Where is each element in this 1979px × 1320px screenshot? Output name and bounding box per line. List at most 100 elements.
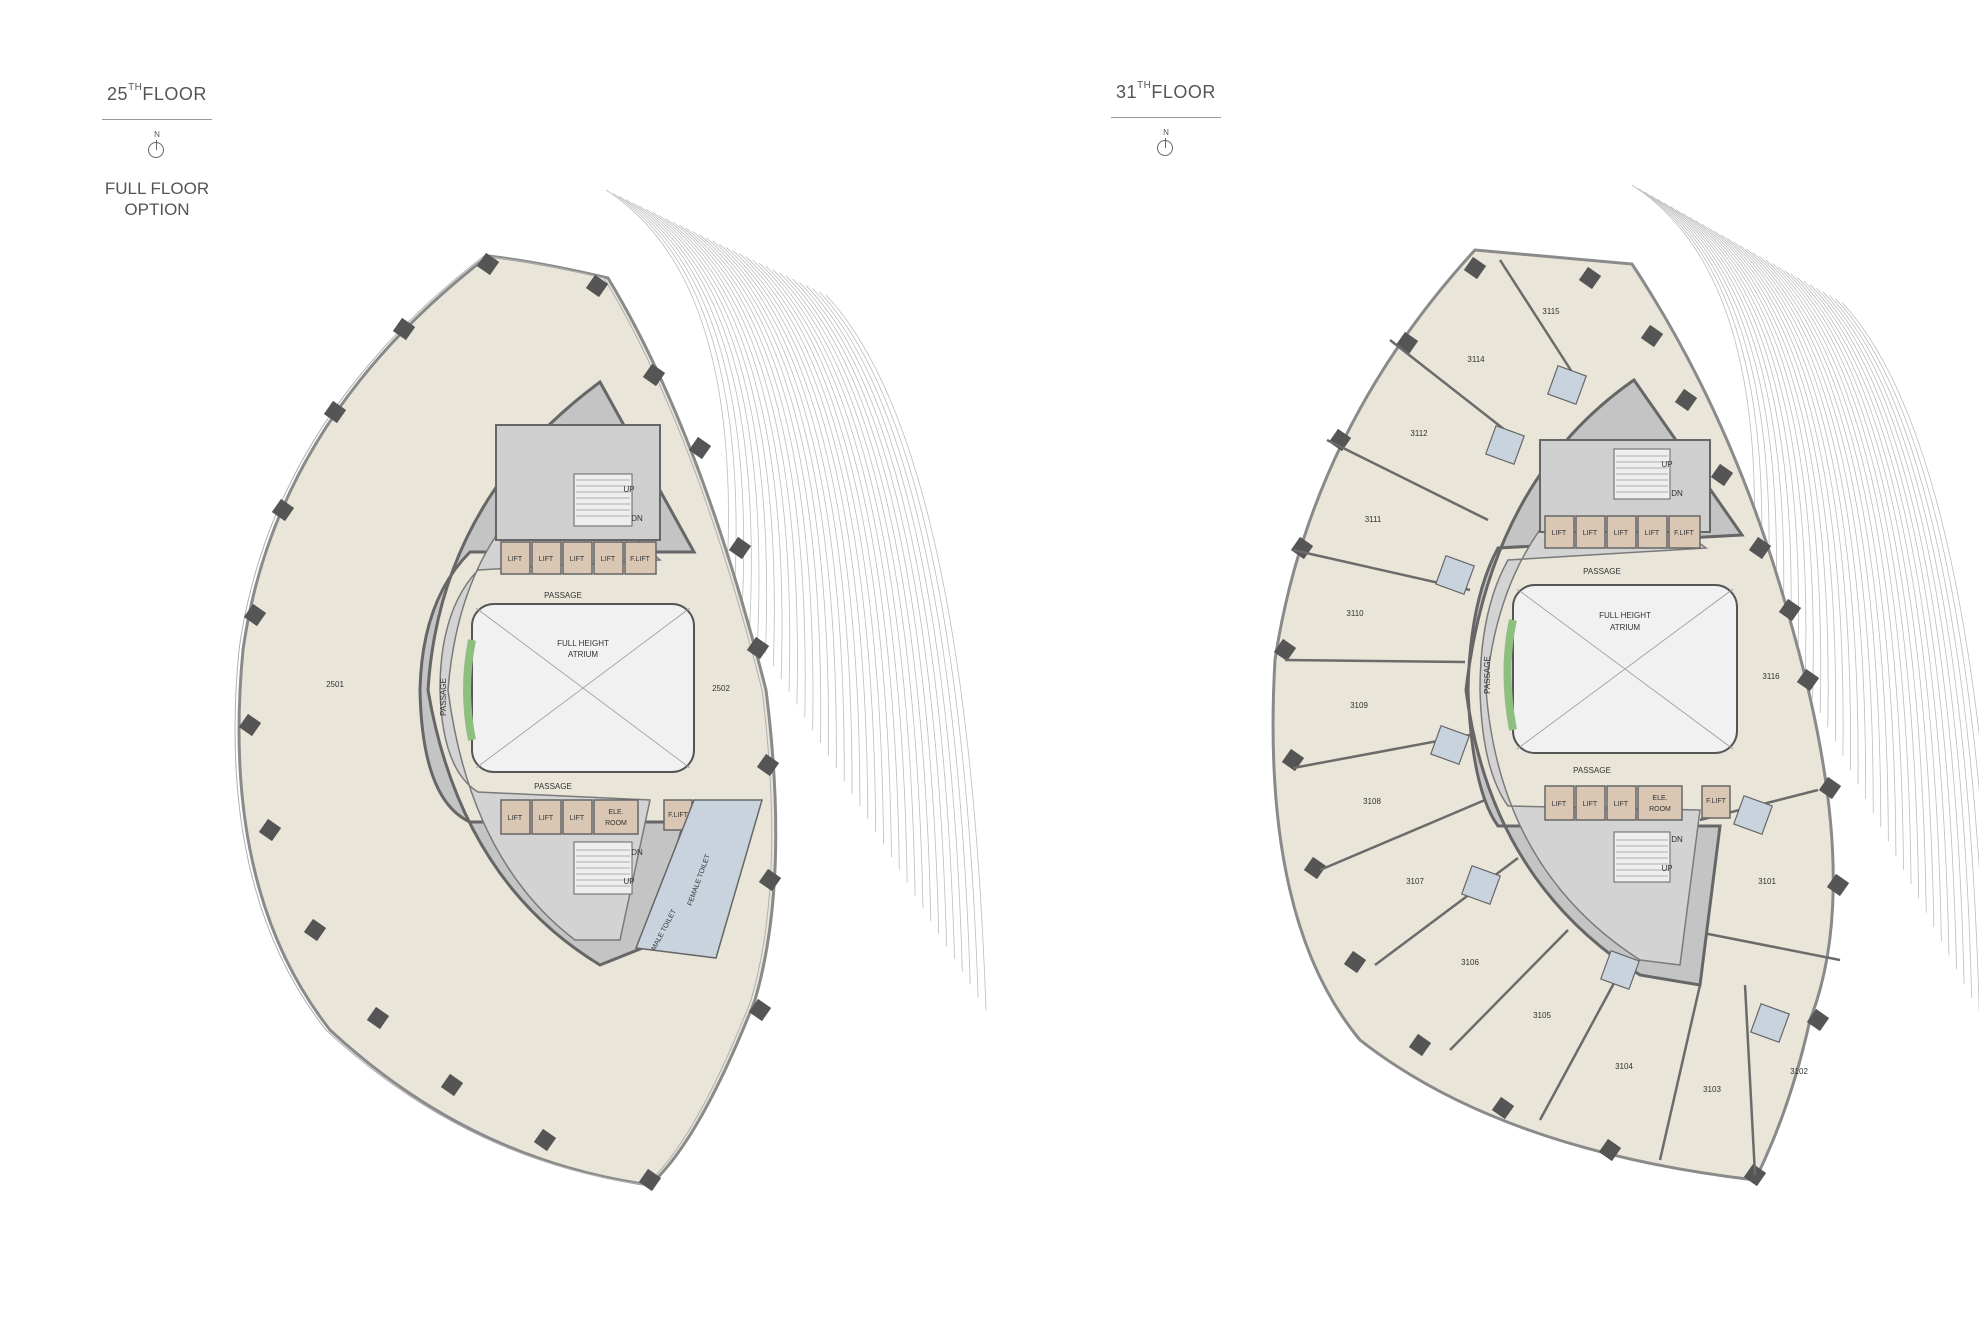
partition-wall [1389, 339, 1506, 431]
lift-label: LIFT [601, 556, 616, 563]
facade-fin [1708, 227, 1844, 756]
column [746, 636, 770, 660]
column [748, 998, 772, 1022]
floor-25-option: FULL FLOOR OPTION [104, 179, 210, 219]
column [756, 753, 780, 777]
unit-label-3106: 3106 [1461, 958, 1479, 967]
facade-fin [1759, 255, 1904, 870]
column [1281, 748, 1305, 772]
passage-label: PASSAGE [1583, 567, 1621, 576]
lift-label: LIFT [1583, 530, 1598, 537]
lift-label: LIFT [539, 815, 554, 822]
unit-label-3111: 3111 [1365, 515, 1382, 524]
facade-fin [739, 253, 884, 845]
facade-fin [1822, 291, 1979, 1013]
unit-label-3114: 3114 [1467, 355, 1485, 364]
fire-lift-label: F.LIFT [668, 812, 689, 819]
stair-up-label: UP [1661, 460, 1672, 469]
toilet-pod [1430, 725, 1470, 765]
ele-room-label: ROOM [1649, 806, 1671, 813]
lift-label: LIFT [508, 556, 523, 563]
facade-fin [1638, 188, 1763, 600]
fire-lift-label: F.LIFT [1674, 530, 1695, 537]
facade-fin [1828, 295, 1979, 870]
lift-row-top [1544, 515, 1701, 549]
facade-fin [672, 221, 806, 718]
facade-fins [605, 189, 987, 1011]
columns [238, 252, 782, 1192]
floor-25-title: 25THFLOOR [107, 82, 207, 104]
floor-25-rule [102, 119, 212, 120]
facade-fin [1816, 287, 1973, 999]
facade-fin [1765, 259, 1912, 885]
lift-label: LIFT [508, 815, 523, 822]
planter [1503, 619, 1517, 731]
column [1818, 776, 1842, 800]
unit-label-2502: 2502 [712, 684, 730, 693]
lift-label: LIFT [1552, 801, 1567, 808]
atrium-label: ATRIUM [568, 650, 598, 659]
plan-25th-floor: UP DN LIFT LIFT LIFT LIFT F.LIFT PASSAGE… [234, 189, 987, 1192]
partition-wall [1319, 798, 1486, 872]
column [258, 818, 282, 842]
stair-dn-label: DN [631, 848, 643, 857]
facade-fin [679, 224, 814, 731]
lift-row-bottom [500, 799, 693, 835]
facade-fins [1631, 184, 1979, 1013]
facade-fin [1739, 245, 1882, 828]
facade-fin [1809, 284, 1965, 984]
column [392, 317, 416, 341]
facade-fin [1771, 263, 1920, 899]
unit-label-3115: 3115 [1542, 307, 1560, 316]
toilet-pod [1547, 365, 1587, 405]
north-arrow-icon: N [102, 130, 212, 164]
facade-fin [1682, 213, 1814, 699]
floor-31-title: 31THFLOOR [1116, 80, 1216, 102]
facade-fin [712, 240, 853, 794]
column [1748, 536, 1772, 560]
atrium-label: ATRIUM [1610, 623, 1640, 632]
lift-label: LIFT [539, 556, 554, 563]
facade-fin [745, 256, 892, 858]
facade-fin [1790, 273, 1942, 942]
column [243, 603, 267, 627]
facade-fin [799, 281, 955, 960]
column [1463, 256, 1487, 280]
facade-fin [719, 243, 861, 807]
lift-label: LIFT [1645, 530, 1660, 537]
facade-fin [1701, 223, 1837, 742]
column [1343, 950, 1367, 974]
facade-fin [1695, 220, 1829, 728]
floor-31-rule [1111, 117, 1221, 118]
partition-wall [1326, 438, 1489, 522]
column [1796, 668, 1820, 692]
atrium-label: FULL HEIGHT [557, 639, 609, 648]
partition-wall [1538, 971, 1622, 1121]
toilet-pod [1461, 865, 1501, 905]
facade-fin [1669, 206, 1799, 671]
unit-label-3107: 3107 [1406, 877, 1424, 886]
column [533, 1128, 557, 1152]
floor-25-header: 25THFLOOR N FULL FLOOR OPTION [102, 82, 212, 220]
facade-fin [732, 250, 877, 832]
column [1640, 324, 1664, 348]
toilet-block [634, 799, 763, 959]
stair-up-label: UP [623, 485, 634, 494]
column [238, 713, 262, 737]
stair-dn-label: DN [1671, 489, 1683, 498]
facade-fin [645, 208, 775, 667]
unit-label-3112: 3112 [1410, 429, 1428, 438]
facade-fin [1689, 216, 1822, 714]
partition-wall [1687, 928, 1841, 962]
facade-fin [632, 202, 760, 641]
facade-fin [665, 218, 798, 705]
toilet-pod [1750, 1003, 1790, 1043]
toilet-pod [1600, 950, 1640, 990]
facade-fin [685, 227, 822, 743]
facade-fin [625, 199, 752, 629]
facade-fin [699, 234, 837, 769]
floor-31-header: 31THFLOOR N [1111, 80, 1221, 162]
column [1273, 638, 1297, 662]
facade-fin [759, 262, 908, 883]
